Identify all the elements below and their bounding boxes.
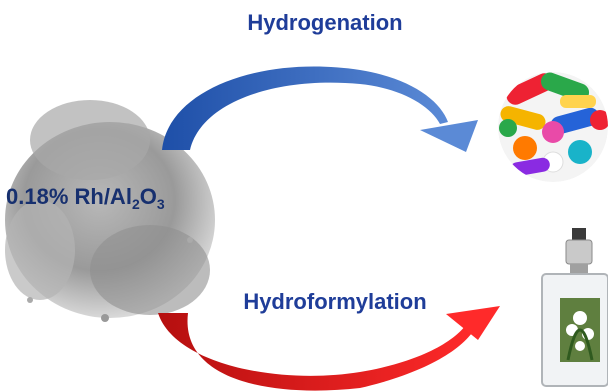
catalyst-label-prefix: 0.18% Rh/Al	[6, 184, 132, 209]
catalyst-label: 0.18% Rh/Al2O3	[6, 184, 165, 212]
catalyst-label-oxygen: O	[139, 184, 157, 209]
catalyst-subscript-2: 2	[131, 196, 140, 212]
hydrogenation-label: Hydrogenation	[247, 10, 403, 35]
hydroformylation-label: Hydroformylation	[243, 289, 427, 314]
powder-pile-image	[5, 100, 215, 322]
pills-image	[498, 72, 608, 182]
perfume-bottle-image	[541, 228, 608, 387]
hydroformylation-arrow	[158, 306, 500, 391]
catalyst-subscript-3: 3	[156, 196, 165, 212]
hydrogenation-arrow	[162, 66, 478, 152]
